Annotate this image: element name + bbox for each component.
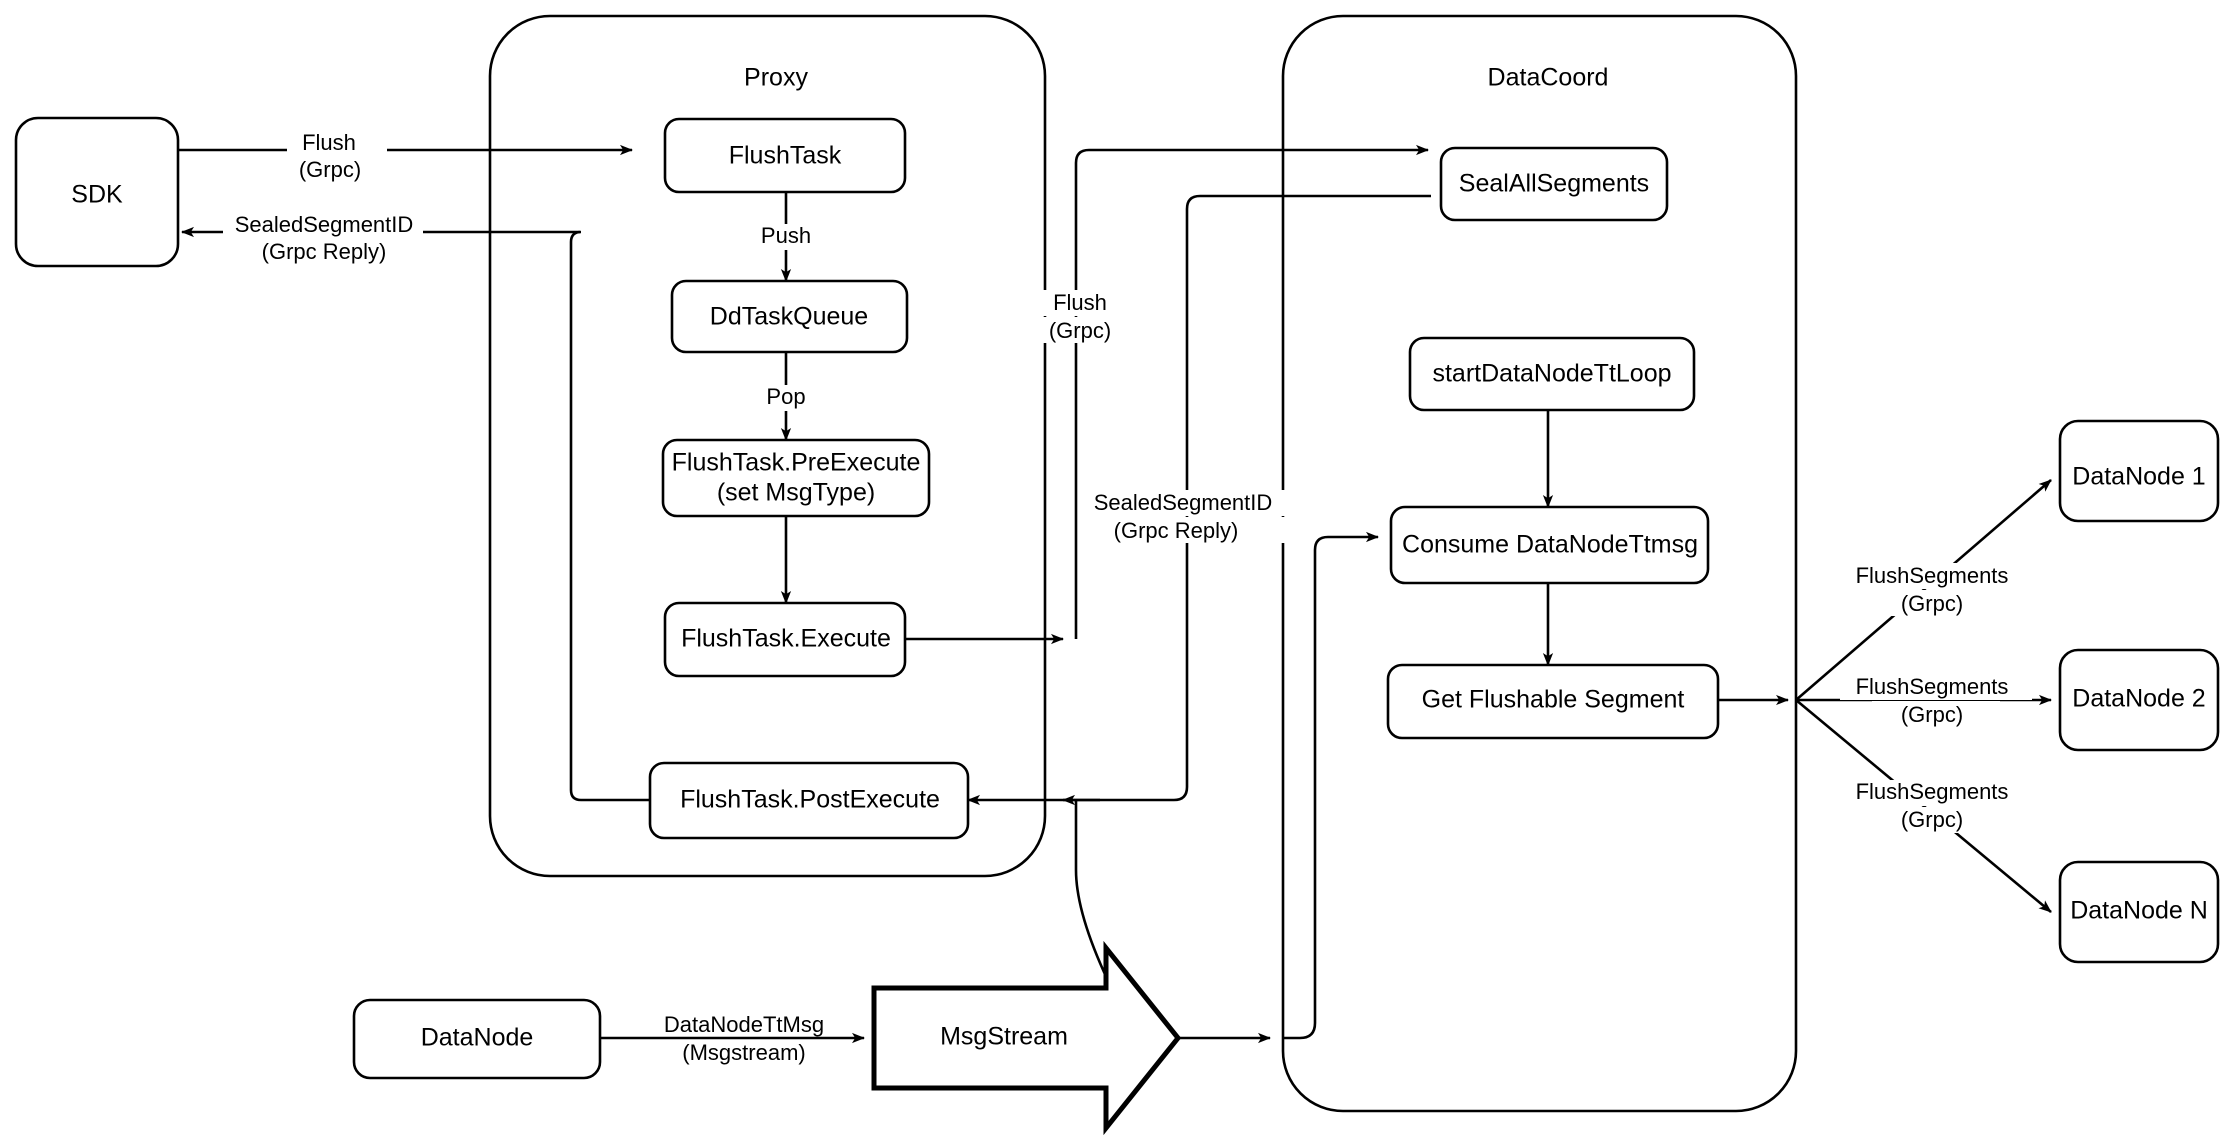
edge-label-bg-2a <box>223 212 423 236</box>
node-datanode-bottom[interactable]: DataNode <box>352 998 602 1080</box>
label-proxy-coord-flush-line2: (Grpc) <box>1049 318 1111 343</box>
edge-label-bg-4b <box>1100 517 1290 543</box>
label-flushsegments-1-line1: FlushSegments <box>1856 563 2009 588</box>
edge-label-pop: Pop <box>752 384 820 411</box>
postexecute-rect[interactable] <box>648 761 970 840</box>
edge-label-bg-7b <box>1872 701 2000 727</box>
label-coord-proxy-reply-line2: (Grpc Reply) <box>1114 518 1239 543</box>
edge-label-bg-8b <box>1872 807 2000 833</box>
edge-label-bg-4a <box>1096 490 1294 516</box>
startdatanodettloop-rect[interactable] <box>1408 336 1696 412</box>
sdk-rect[interactable] <box>14 116 180 268</box>
label-flush-grpc-line1: Flush <box>302 130 356 155</box>
edge-label-bg-8a <box>1840 780 2032 806</box>
label-flushsegments-n-line1: FlushSegments <box>1856 779 2009 804</box>
node-flushtask-preexecute[interactable]: FlushTask.PreExecute (set MsgType) <box>661 438 931 518</box>
node-flushtask[interactable]: FlushTask <box>663 117 907 194</box>
label-sealedsegmentid-line2: (Grpc Reply) <box>262 239 387 264</box>
node-datanode-2[interactable]: DataNode 2 <box>2058 648 2220 752</box>
datanode-2-label: DataNode 2 <box>2072 685 2205 713</box>
edge-label-flushsegments-n: FlushSegments (Grpc) <box>1840 779 2032 833</box>
label-flushsegments-n-line2: (Grpc) <box>1901 807 1963 832</box>
edge-label-flushsegments-1: FlushSegments (Grpc) <box>1840 563 2032 616</box>
edge-label-push: Push <box>748 223 824 250</box>
get-flushable-segment-rect[interactable] <box>1386 663 1720 740</box>
edge-postexecute-return-trunk <box>569 230 653 802</box>
edge-label-proxy-to-sdk: SealedSegmentID (Grpc Reply) <box>223 212 423 264</box>
label-datanodettmsg-line2: (Msgstream) <box>682 1040 805 1065</box>
get-flushable-segment-label: Get Flushable Segment <box>1422 686 1685 714</box>
flushtask-label: FlushTask <box>729 142 842 170</box>
node-flushtask-postexecute[interactable]: FlushTask.PostExecute <box>648 761 970 840</box>
label-pop: Pop <box>766 384 805 409</box>
ddtaskqueue-rect[interactable] <box>670 279 909 354</box>
datanode-1-rect[interactable] <box>2058 419 2220 523</box>
edge-label-bg-6b <box>1872 590 2000 616</box>
edge-flush-grpc-to-sealallsegments <box>1074 144 1429 639</box>
edge-label-bg-1b <box>287 157 387 183</box>
label-flushsegments-2-line2: (Grpc) <box>1901 702 1963 727</box>
datanode-n-rect[interactable] <box>2058 860 2220 964</box>
node-sdk[interactable]: SDK <box>14 116 180 268</box>
datanode-2-rect[interactable] <box>2058 648 2220 752</box>
startdatanodettloop-label: startDataNodeTtLoop <box>1432 360 1671 388</box>
label-datanodettmsg-line1: DataNodeTtMsg <box>664 1012 824 1037</box>
execute-label: FlushTask.Execute <box>681 625 891 653</box>
label-flushsegments-2-line1: FlushSegments <box>1856 674 2009 699</box>
node-datanode-1[interactable]: DataNode 1 <box>2058 419 2220 523</box>
node-msgstream[interactable]: MsgStream <box>871 940 1182 1135</box>
ddtaskqueue-label: DdTaskQueue <box>710 303 868 331</box>
datanode-bottom-label: DataNode <box>421 1024 534 1052</box>
label-push: Push <box>761 223 811 248</box>
preexecute-rect[interactable] <box>661 438 931 518</box>
node-sealallsegments[interactable]: SealAllSegments <box>1439 146 1669 222</box>
label-flushsegments-1-line2: (Grpc) <box>1901 591 1963 616</box>
edge-label-proxy-to-coord: Flush (Grpc) <box>1036 290 1118 343</box>
edge-label-datanode-to-msgstream: DataNodeTtMsg (Msgstream) <box>650 1012 836 1065</box>
msgstream-label: MsgStream <box>940 1023 1068 1051</box>
edge-datacoord-in-to-consume <box>1283 531 1379 1040</box>
node-ddtaskqueue[interactable]: DdTaskQueue <box>670 279 909 354</box>
label-sealedsegmentid-line1: SealedSegmentID <box>235 212 414 237</box>
edge-label-bg-6a <box>1840 563 2032 589</box>
edge-label-coord-to-proxy: SealedSegmentID (Grpc Reply) <box>1094 490 1294 543</box>
proxy-container-title: Proxy <box>744 64 808 92</box>
label-proxy-coord-flush-line1: Flush <box>1053 290 1107 315</box>
edge-label-bg-push <box>748 224 824 250</box>
datanode-bottom-rect[interactable] <box>352 998 602 1080</box>
preexecute-label-line1: FlushTask.PreExecute <box>672 449 921 477</box>
label-coord-proxy-reply-line1: SealedSegmentID <box>1094 490 1273 515</box>
sdk-label: SDK <box>71 181 123 209</box>
sealallsegments-label: SealAllSegments <box>1459 170 1649 198</box>
consume-datanodettmsg-rect[interactable] <box>1389 505 1710 585</box>
postexecute-label: FlushTask.PostExecute <box>680 786 940 814</box>
node-flushtask-execute[interactable]: FlushTask.Execute <box>663 601 907 678</box>
edge-label-flushsegments-2: FlushSegments (Grpc) <box>1840 674 2032 727</box>
node-datanode-n[interactable]: DataNode N <box>2058 860 2220 964</box>
edge-label-bg-3a <box>1036 290 1118 316</box>
sealallsegments-rect[interactable] <box>1439 146 1669 222</box>
datacoord-container-title: DataCoord <box>1488 64 1609 92</box>
label-flush-grpc-line2: (Grpc) <box>299 157 361 182</box>
consume-datanodettmsg-label: Consume DataNodeTtmsg <box>1402 531 1698 559</box>
edge-label-sdk-to-proxy: Flush (Grpc) <box>287 130 387 183</box>
execute-rect[interactable] <box>663 601 907 678</box>
msgstream-arrow-shape[interactable] <box>871 940 1182 1135</box>
edge-label-bg-pop <box>752 385 820 411</box>
edge-label-bg-7a <box>1840 674 2032 700</box>
node-startdatanodettloop[interactable]: startDataNodeTtLoop <box>1408 336 1696 412</box>
edge-label-bg-3b <box>1036 317 1118 343</box>
flushtask-rect[interactable] <box>663 117 907 194</box>
edge-label-bg-5a <box>650 1012 836 1036</box>
edge-label-bg-1a <box>287 130 387 154</box>
node-get-flushable-segment[interactable]: Get Flushable Segment <box>1386 663 1720 740</box>
node-consume-datanodettmsg[interactable]: Consume DataNodeTtmsg <box>1389 505 1710 585</box>
preexecute-label-line2: (set MsgType) <box>717 479 875 507</box>
datanode-n-label: DataNode N <box>2070 897 2208 925</box>
datanode-1-label: DataNode 1 <box>2072 463 2205 491</box>
